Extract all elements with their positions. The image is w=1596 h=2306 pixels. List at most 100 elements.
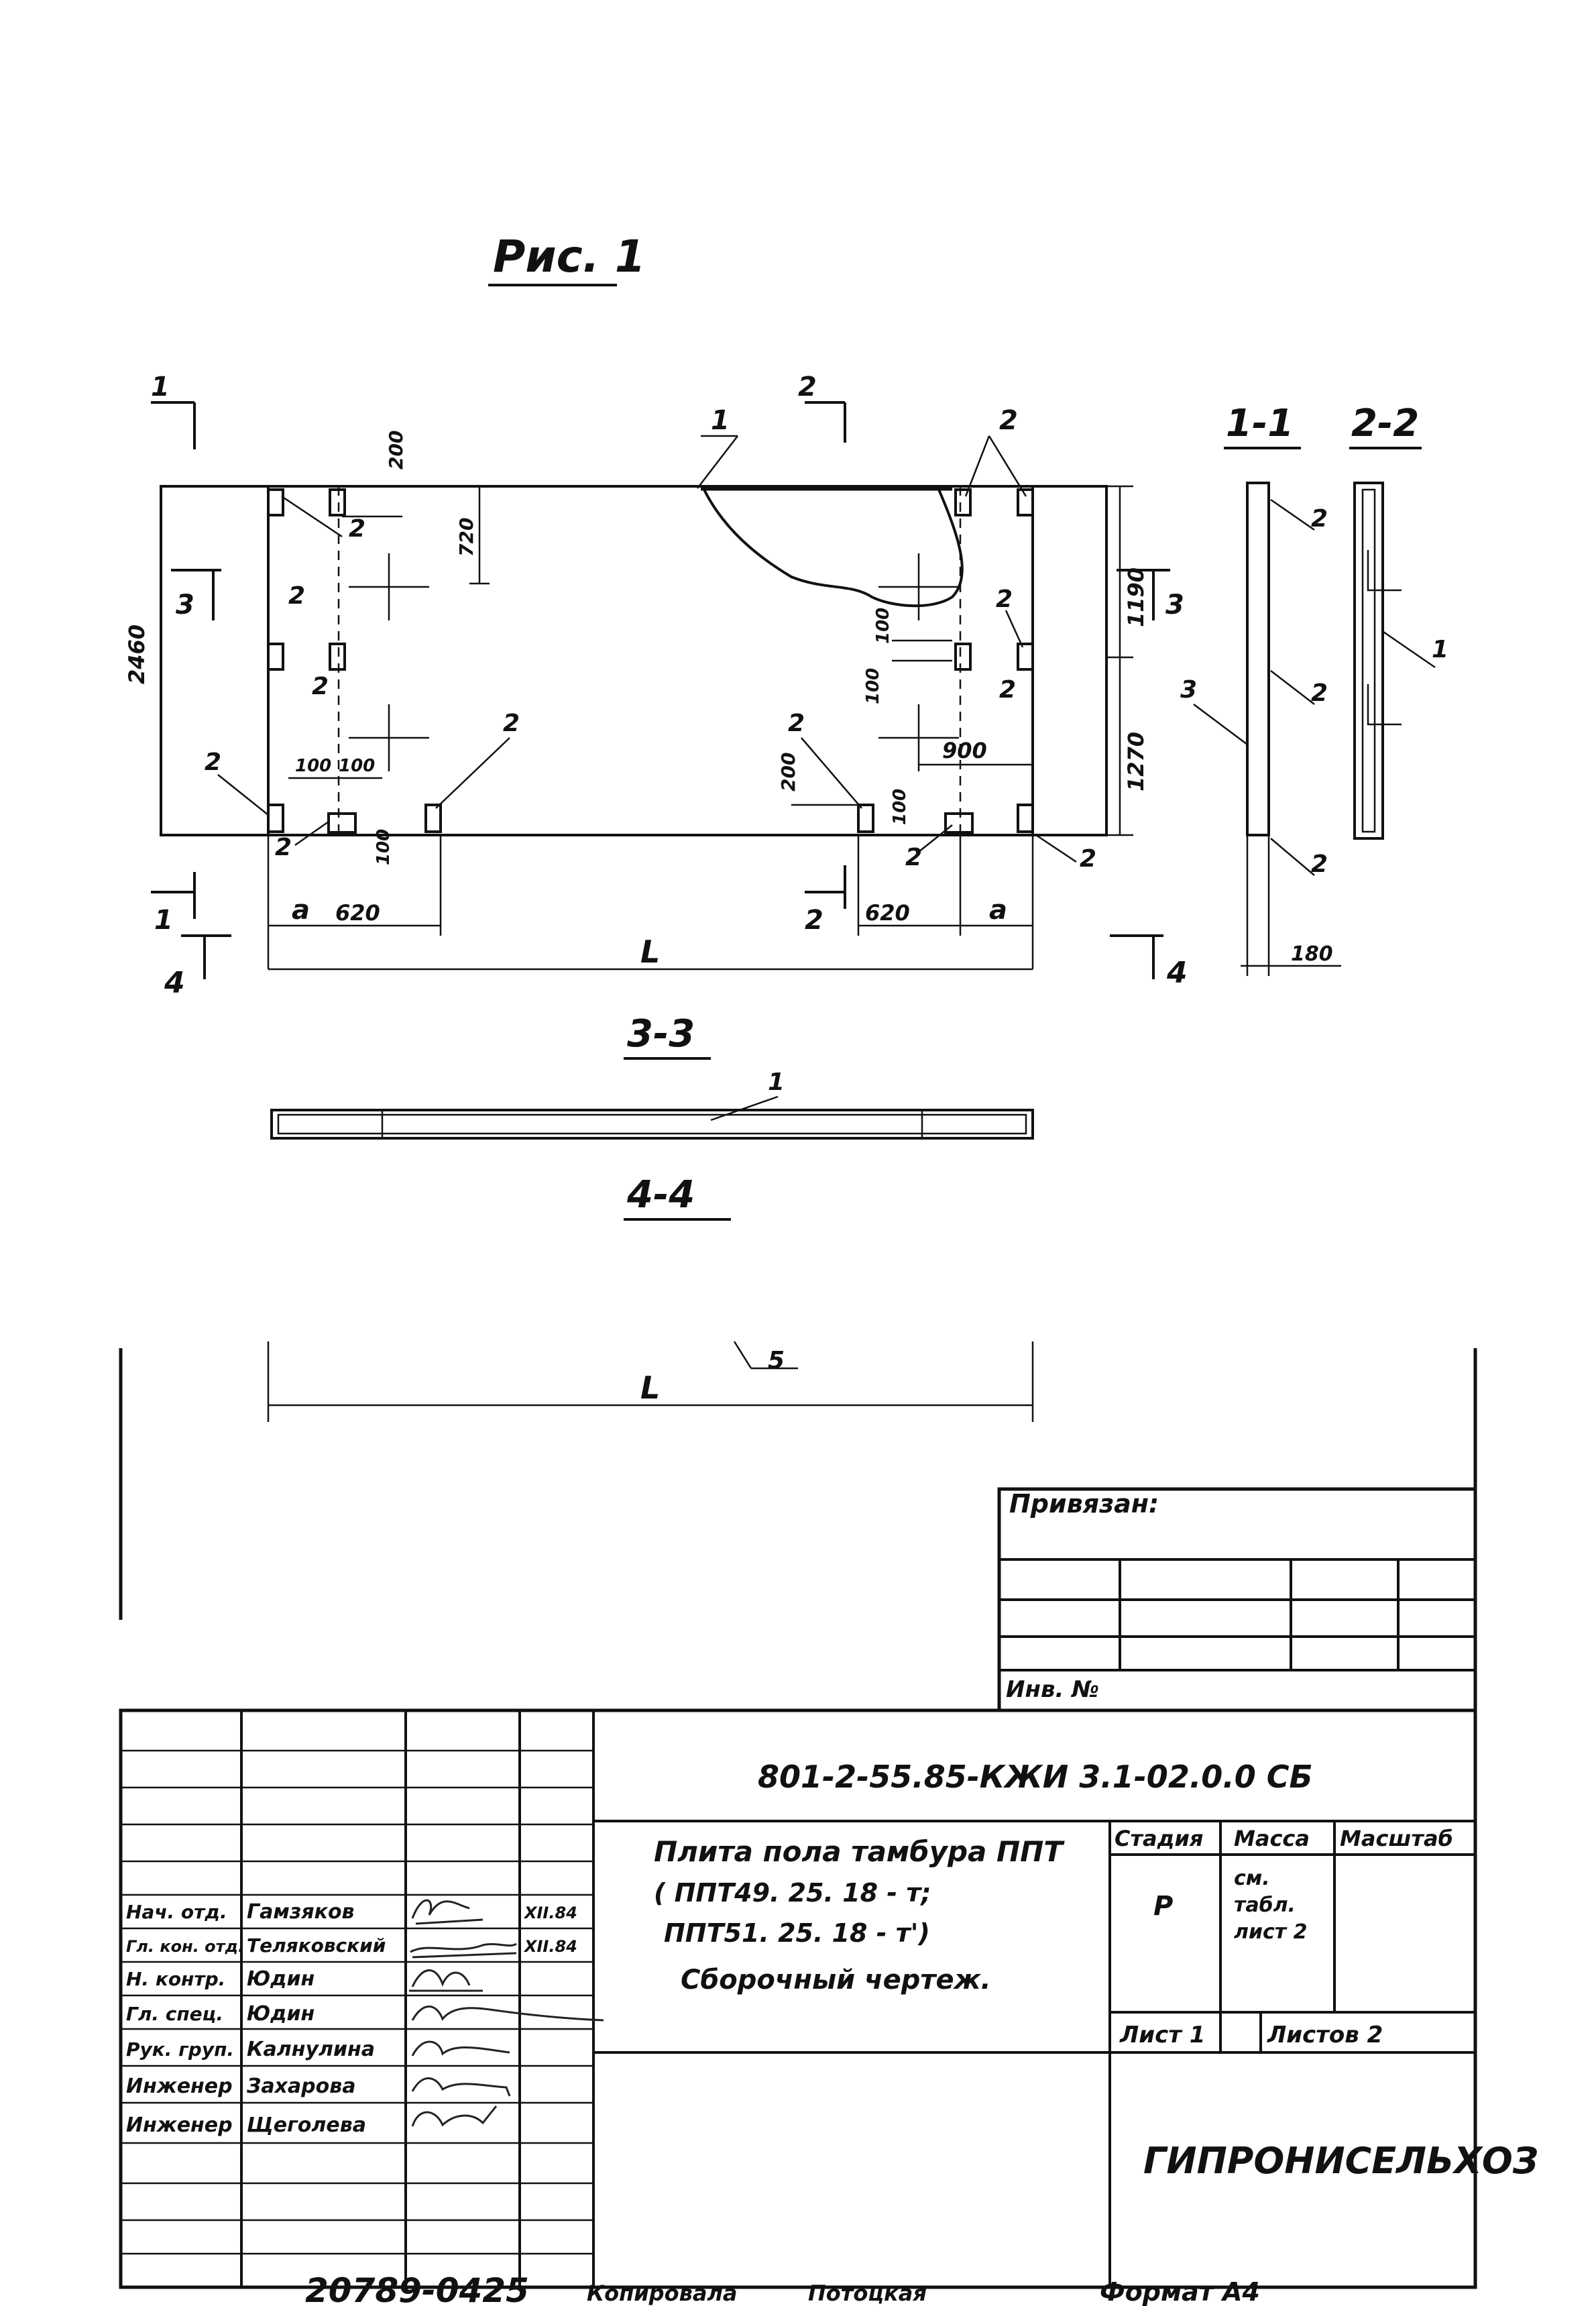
binding-block: Привязан: Инв. № [997, 1487, 1477, 1712]
name-1: Теляковский [247, 1934, 386, 1957]
label-1-top: 1 [711, 405, 730, 436]
name-3: Юдин [247, 2002, 315, 2026]
people-list: Нач. отд. Гамзяков XII.84 Гл. кон. отд. … [126, 1900, 577, 2137]
role-2: Н. контр. [126, 1968, 225, 1990]
dim-180: 180 [1291, 942, 1333, 966]
stage-header: Стадия [1115, 1826, 1203, 1851]
organization: ГИПРОНИСЕЛЬХОЗ [1143, 2140, 1538, 2182]
desc-line4: Сборочный чертеж. [681, 1965, 991, 1995]
plan-view: 2460 1190 1270 200 720 100 100 100 100 1… [124, 372, 1188, 1000]
label-2-c: 2 [312, 673, 329, 700]
date-0: XII.84 [523, 1904, 577, 1922]
s11-label-2b: 2 [1311, 679, 1328, 707]
dim-200-right: 200 [777, 753, 799, 791]
section-3-3: 3-3 1 [270, 1012, 1034, 1140]
dim-900: 900 [942, 738, 987, 763]
dim-100-b: 100 [339, 756, 375, 776]
dim-720: 720 [455, 518, 477, 557]
mass-header: Масса [1234, 1826, 1310, 1851]
desc-line2: ( ППТ49. 25. 18 - т; [654, 1878, 931, 1908]
cut-2-bottom: 2 [805, 905, 823, 936]
role-6: Инженер [126, 2113, 233, 2137]
dim-100-e: 100 [863, 668, 883, 704]
inv-no-label: Инв. № [1006, 1676, 1099, 1703]
footer-format: Формат А4 [1100, 2277, 1260, 2306]
dim-200-top: 200 [385, 431, 407, 470]
dim-L: L [640, 934, 660, 970]
label-2-e: 2 [275, 834, 292, 861]
mass-value-3: лист 2 [1234, 1920, 1307, 1944]
section-2-2-title: 2-2 [1351, 402, 1419, 445]
cut-4-left: 4 [164, 966, 185, 1000]
s22-label-1: 1 [1432, 636, 1448, 663]
stage-value: Р [1153, 1891, 1173, 1922]
section-1-1-title: 1-1 [1226, 402, 1294, 445]
signatures [409, 1899, 604, 2127]
desc-line3: ППТ51. 25. 18 - т') [664, 1918, 930, 1948]
role-1: Гл. кон. отд. [126, 1937, 244, 1956]
s33-label-1: 1 [768, 1068, 785, 1096]
s11-label-2c: 2 [1311, 850, 1328, 878]
name-2: Юдин [247, 1967, 315, 1991]
date-1: XII.84 [523, 1937, 577, 1956]
dim-100-f: 100 [890, 789, 910, 825]
mass-value-1: см. [1234, 1867, 1270, 1890]
dim-2460: 2460 [124, 624, 150, 684]
label-2-j: 2 [905, 844, 922, 871]
sheet-frame [119, 1348, 1477, 1620]
figure-title: Рис. 1 [493, 231, 646, 282]
bottom-note: 5 [768, 1347, 785, 1374]
cut-3-left: 3 [176, 590, 194, 620]
dim-100-a: 100 [295, 756, 331, 776]
s11-label-3: 3 [1180, 676, 1197, 704]
dim-100-d: 100 [873, 608, 893, 644]
section-1-1: 1-1 180 2 2 3 2 [1180, 402, 1341, 976]
label-2-g: 2 [788, 710, 805, 737]
footer-copied-label: Копировала [587, 2281, 737, 2306]
dim-L-bottom: L [640, 1370, 660, 1406]
cut-2-top: 2 [798, 372, 817, 402]
sheets-label: Листов 2 [1267, 2022, 1383, 2048]
label-2-d: 2 [205, 749, 221, 776]
name-0: Гамзяков [247, 1900, 355, 1924]
title-block: 801-2-55.85-КЖИ 3.1-02.0.0 СБ Плита пола… [119, 1708, 1538, 2289]
loops [267, 488, 1034, 834]
cut-1-bottom: 1 [154, 905, 173, 936]
desc-line1: Плита пола тамбура ППТ [654, 1835, 1065, 1868]
role-0: Нач. отд. [126, 1901, 227, 1923]
label-2-b: 2 [288, 582, 305, 610]
dim-100-c: 100 [374, 829, 394, 865]
label-2-h: 2 [996, 586, 1013, 613]
label-2-a: 2 [349, 515, 365, 543]
section-3-3-title: 3-3 [627, 1012, 695, 1056]
dim-a-left: a [292, 895, 310, 926]
cut-marks: 1 2 3 3 1 2 4 4 [151, 372, 1188, 1000]
dim-a-right: a [989, 895, 1007, 926]
item-labels: 1 2 2 2 2 2 2 2 2 2 2 2 2 [205, 405, 1096, 873]
section-2-2: 2-2 1 [1349, 402, 1448, 840]
sheet-label: Лист 1 [1119, 2022, 1205, 2048]
section-4-4-title: 4-4 [626, 1173, 695, 1217]
label-2-f: 2 [503, 710, 520, 737]
label-2-k: 2 [1080, 845, 1096, 873]
dim-620-left: 620 [335, 900, 380, 926]
privyazan-label: Привязан: [1009, 1489, 1159, 1519]
role-3: Гл. спец. [126, 2003, 223, 2025]
dim-1270: 1270 [1123, 732, 1149, 791]
name-5: Захарова [246, 2075, 355, 2098]
name-4: Калнулина [247, 2038, 375, 2061]
s11-label-2a: 2 [1311, 505, 1328, 533]
doc-code: 801-2-55.85-КЖИ 3.1-02.0.0 СБ [758, 1759, 1313, 1795]
role-5: Инженер [126, 2075, 233, 2098]
role-4: Рук. груп. [126, 2038, 234, 2061]
name-6: Щеголева [247, 2113, 366, 2137]
label-2-i: 2 [999, 676, 1016, 704]
cut-4-right: 4 [1166, 956, 1188, 990]
cut-1-top: 1 [151, 372, 170, 402]
footer-number: 20789-0425 [305, 2271, 529, 2306]
sheet-footer: 20789-0425 Копировала Потоцкая Формат А4 [305, 2271, 1260, 2306]
scale-header: Масштаб [1340, 1826, 1453, 1851]
dim-620-right: 620 [865, 900, 910, 926]
label-2-tr: 2 [999, 405, 1018, 436]
